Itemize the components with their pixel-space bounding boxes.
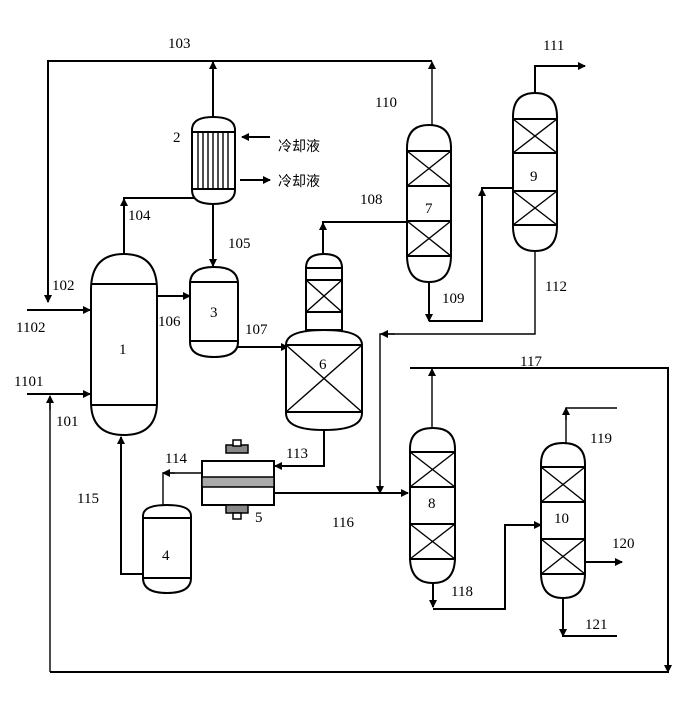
label-111: 111 [543, 38, 564, 54]
label-116: 116 [332, 515, 354, 531]
vessel-3[interactable]: 3 [189, 265, 239, 359]
label-109: 109 [442, 291, 465, 307]
stream-115-line [117, 436, 144, 575]
label-107: 107 [245, 322, 268, 338]
column-9[interactable]: 9 [512, 91, 558, 253]
stream-119-line [562, 407, 617, 443]
stream-113-line [274, 430, 325, 470]
label-104: 104 [128, 208, 151, 224]
column-10-label: 10 [554, 511, 569, 527]
label-110: 110 [375, 95, 397, 111]
label-121: 121 [585, 617, 608, 633]
reactor-6-label: 6 [319, 357, 327, 373]
label-112: 112 [545, 279, 567, 295]
column-9-label: 9 [530, 169, 538, 185]
stream-108-line [319, 221, 406, 254]
stream-114-line [162, 469, 202, 506]
column-10[interactable]: 10 [540, 441, 586, 600]
column-7-label: 7 [425, 201, 433, 217]
coolant-out-label: 冷却液 [278, 174, 320, 190]
stream-112-line [376, 252, 536, 494]
label-115: 115 [77, 491, 99, 507]
stream-118-line [429, 521, 542, 610]
label-103: 103 [168, 36, 191, 52]
label-1101: 1101 [14, 374, 43, 390]
coolant-lines [240, 133, 271, 184]
label-114: 114 [165, 451, 187, 467]
coolant-in-label: 冷却液 [278, 139, 320, 155]
membrane-5-label: 5 [255, 510, 263, 526]
vessel-4[interactable]: 4 [142, 503, 192, 595]
vessel-3-label: 3 [210, 305, 218, 321]
vessel-4-label: 4 [162, 548, 170, 564]
column-8-label: 8 [428, 496, 436, 512]
heat-exchanger-2[interactable]: 2 [173, 115, 236, 206]
membrane-separator-5[interactable]: 5 [201, 439, 275, 526]
label-105: 105 [228, 236, 251, 252]
stream-1101-line [27, 390, 91, 672]
reactor-6[interactable]: 6 [285, 252, 363, 432]
column-7[interactable]: 7 [406, 123, 452, 284]
label-106: 106 [158, 314, 181, 330]
column-8[interactable]: 8 [409, 426, 456, 585]
exchanger-2-label: 2 [173, 130, 181, 146]
label-118: 118 [451, 584, 473, 600]
stream-117-line [50, 367, 672, 673]
label-119: 119 [590, 431, 612, 447]
label-102: 102 [52, 278, 75, 294]
vessel-1-label: 1 [119, 342, 127, 358]
stream-121-line [559, 599, 617, 637]
label-120: 120 [612, 536, 635, 552]
label-113: 113 [286, 446, 308, 462]
label-117: 117 [520, 354, 542, 370]
stream-109-line [425, 187, 512, 322]
label-108: 108 [360, 192, 383, 208]
vessel-1[interactable]: 1 [90, 252, 158, 437]
stream-111-line [534, 62, 586, 93]
stream-104-line [120, 197, 195, 258]
label-101: 101 [56, 414, 79, 430]
label-1102: 1102 [16, 320, 45, 336]
